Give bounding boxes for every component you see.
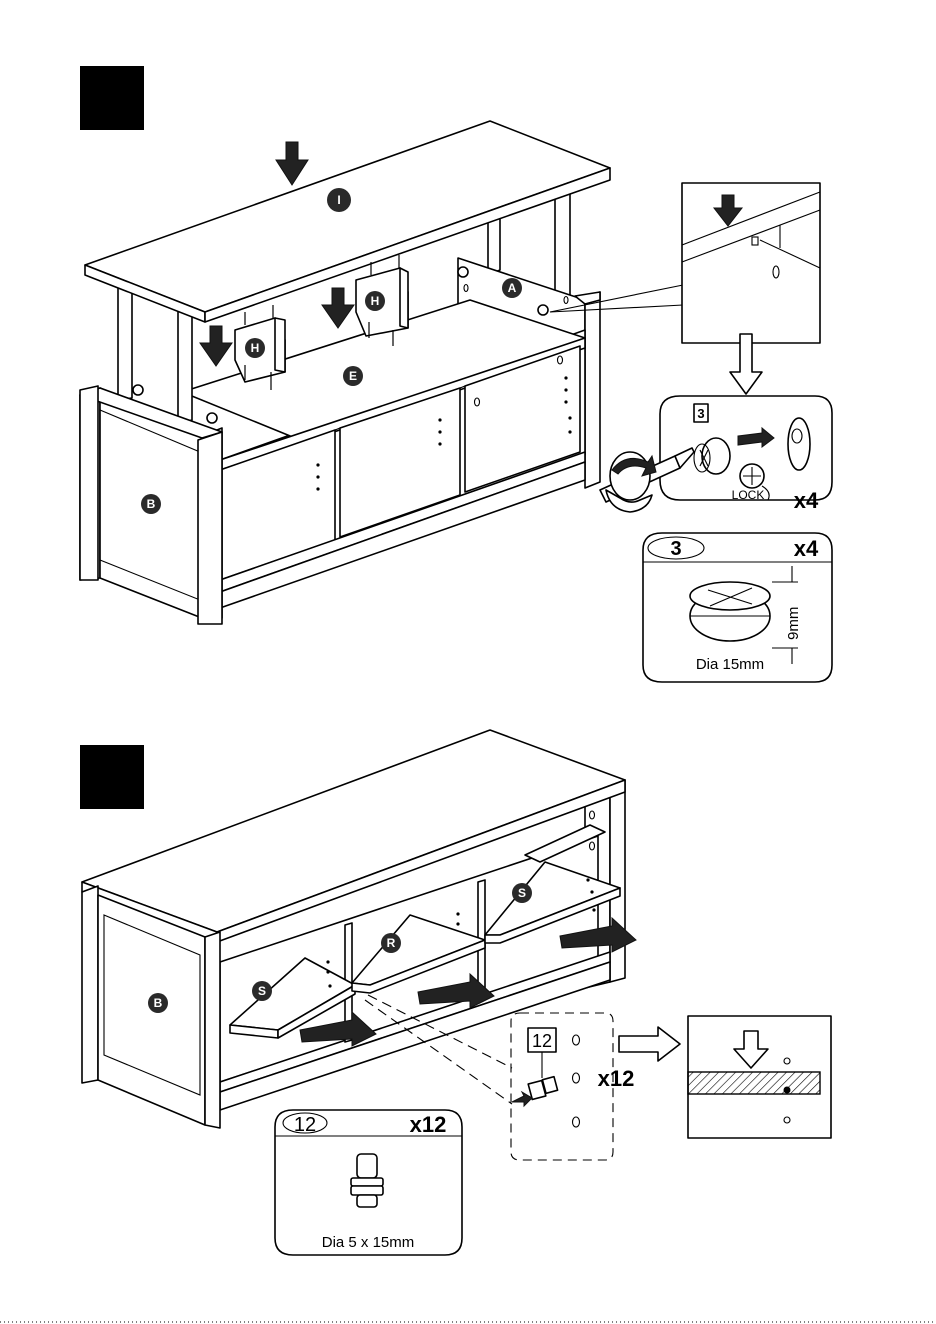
svg-text:B: B: [154, 996, 163, 1010]
cam-number: 3: [697, 406, 704, 421]
pin-number: 12: [532, 1031, 552, 1051]
cam-height-label: 9mm: [785, 607, 802, 640]
svg-text:H: H: [371, 294, 380, 308]
svg-text:A: A: [508, 281, 517, 295]
svg-text:H: H: [251, 341, 260, 355]
svg-text:S: S: [518, 886, 526, 900]
pin-quantity: x12: [598, 1066, 635, 1091]
part-label-B-step2: B: [148, 993, 168, 1013]
part-label-H-right: H: [365, 291, 385, 311]
down-arrow-icon: [276, 142, 308, 185]
part-label-H-left: H: [245, 338, 265, 358]
step2-cabinet: [82, 730, 625, 1128]
right-arrow-icon: [619, 1027, 680, 1061]
part-label-R: R: [381, 933, 401, 953]
cam-spec-quantity: x4: [794, 536, 819, 561]
down-arrow-icon: [200, 326, 232, 366]
svg-text:B: B: [147, 497, 156, 511]
part-label-A: A: [502, 278, 522, 298]
cam-spec-number: 3: [670, 538, 681, 560]
shelf-pin-callout: 12 x12: [511, 1013, 634, 1160]
part-label-E: E: [343, 366, 363, 386]
step-2-number-block: [80, 745, 144, 809]
part-label-B: B: [141, 494, 161, 514]
part-label-I: I: [327, 188, 351, 212]
pin-spec-card: 12 x12 Dia 5 x 15mm: [275, 1110, 462, 1255]
svg-text:S: S: [258, 984, 266, 998]
step-1-number-block: [80, 66, 144, 130]
svg-text:E: E: [349, 369, 357, 383]
cam-diameter-label: Dia 15mm: [696, 656, 764, 673]
cam-quantity: x4: [794, 488, 819, 513]
down-arrow-icon: [322, 288, 354, 328]
pin-spec-quantity: x12: [410, 1112, 447, 1137]
lock-label: LOCK: [732, 488, 765, 502]
pin-spec-number: 12: [294, 1114, 316, 1136]
pin-size-label: Dia 5 x 15mm: [322, 1234, 415, 1251]
part-label-S-left: S: [252, 981, 272, 1001]
shelf-pin-section-view: [688, 1016, 831, 1138]
cam-spec-card: 3 x4 9mm Dia 15mm: [643, 533, 832, 682]
svg-text:R: R: [387, 936, 396, 950]
svg-text:I: I: [337, 193, 340, 207]
part-label-S-right: S: [512, 883, 532, 903]
